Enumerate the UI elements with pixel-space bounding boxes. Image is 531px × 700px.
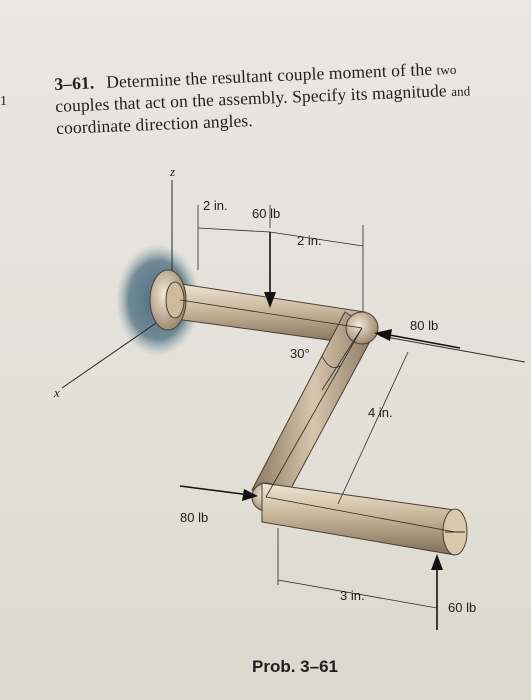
force-top-label: 60 lb [252,206,280,221]
dim-top-right-label: 2 in. [297,233,322,248]
force-left-label: 80 lb [180,510,208,525]
figure-caption: Prob. 3–61 [252,657,338,676]
angle-label: 30° [290,346,310,361]
x-axis [61,311,173,389]
dim-top-left-label: 2 in. [203,198,228,213]
force-right-arrowhead [374,329,392,341]
force-right-label: 80 lb [410,318,438,333]
force-right-arrow [383,333,461,349]
dim-bottom-label: 3 in. [340,588,365,603]
y-axis [379,335,526,363]
dim-line-bottom [277,579,438,609]
x-axis-label: x [53,385,60,400]
bottom-rod [261,482,456,556]
dim-line-top-left [197,227,271,233]
z-axis-label: z [169,164,175,179]
diagonal-centerline [265,327,363,498]
angle-ref-line [321,327,363,391]
dim-line-top-right [269,231,364,247]
force-left-arrow [179,485,251,496]
top-rod-centerline [179,299,363,329]
margin-mark: 1 [0,94,7,109]
force-left-arrowhead [242,489,258,501]
force-bottom-arrowhead [431,554,443,570]
bottom-rod-centerline [265,496,456,533]
dim-diagonal-label: 4 in. [368,405,393,420]
force-bottom-label: 60 lb [448,600,476,615]
angle-arc [321,355,341,369]
dim-diagonal-leader [337,351,409,505]
top-rod-end [165,281,185,319]
force-top-arrowhead [264,292,276,308]
